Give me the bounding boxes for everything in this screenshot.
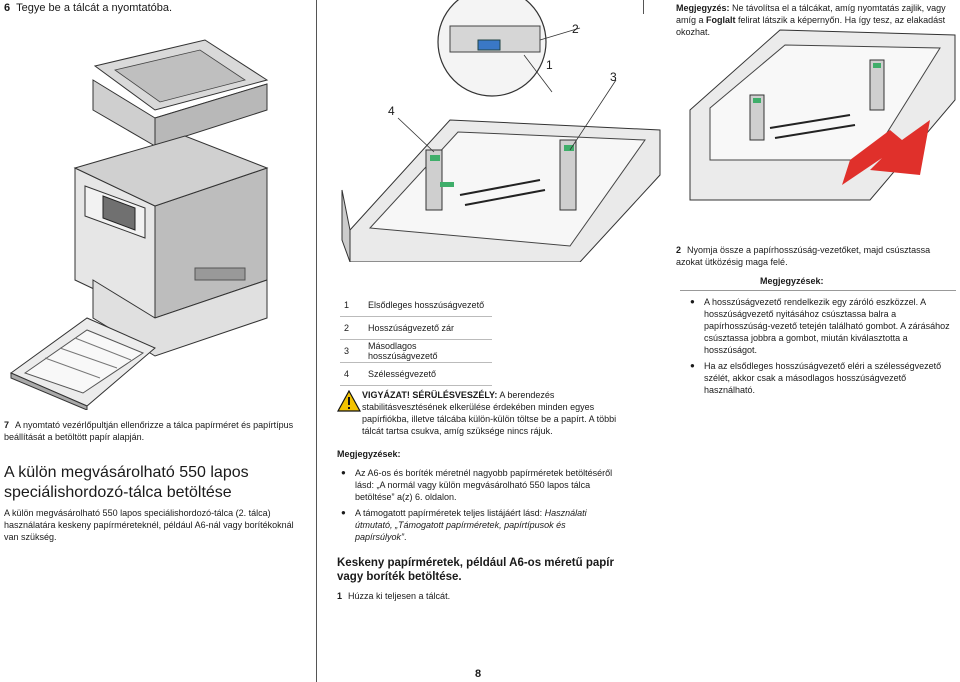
caution-text: VIGYÁZAT! SÉRÜLÉSVESZÉLY: A berendezés s… bbox=[362, 389, 624, 437]
tray-illustration bbox=[341, 0, 956, 262]
step-6-text: Tegye be a tálcát a nyomtatóba. bbox=[16, 2, 173, 14]
step-2-text: Nyomja össze a papírhosszúság-vezetőket,… bbox=[676, 245, 931, 267]
section-body: A külön megvásárolható 550 lapos speciál… bbox=[4, 508, 294, 542]
step-2-number: 2 bbox=[676, 245, 682, 255]
notes-label-right: Megjegyzések: bbox=[760, 276, 824, 286]
legend-label: Elsődleges hosszúságvezető bbox=[364, 294, 492, 317]
busy-note-text-b: felirat látszik a képernyőn. Ha így tesz… bbox=[676, 15, 946, 37]
legend-number: 4 bbox=[340, 362, 364, 386]
warning-icon bbox=[337, 390, 361, 412]
column-divider-left bbox=[316, 0, 317, 682]
note-item: Az A6-os és boríték méretnél nagyobb pap… bbox=[341, 467, 613, 503]
notes-list: Az A6-os és boríték méretnél nagyobb pap… bbox=[341, 467, 613, 547]
caution-body: A berendezés stabilitásvesztésének elker… bbox=[362, 390, 617, 436]
legend-label: Másodlagos hosszúságvezető bbox=[364, 339, 492, 363]
legend-label: Hosszúságvezető zár bbox=[364, 316, 492, 340]
step-7-text: A nyomtató vezérlőpultján ellenőrizze a … bbox=[4, 420, 294, 442]
legend-label: Szélességvezető bbox=[364, 362, 492, 386]
busy-note-label: Megjegyzés: bbox=[676, 3, 730, 13]
busy-note-text-a: Ne távolítsa el a tálcákat, amíg nyomtat… bbox=[676, 3, 946, 25]
notes-rule bbox=[680, 290, 956, 291]
note-text: . bbox=[404, 532, 407, 542]
step-1-text: Húzza ki teljesen a tálcát. bbox=[348, 591, 451, 601]
note-text: A támogatott papírméretek teljes listájá… bbox=[355, 508, 545, 518]
note-link-text: Használati útmutató, „Támogatott papírmé… bbox=[355, 508, 587, 542]
subsection-title: Keskeny papírméretek, például A6-os mére… bbox=[337, 557, 614, 583]
column-divider-right bbox=[643, 0, 644, 14]
printer-illustration bbox=[9, 39, 269, 410]
step-7-number: 7 bbox=[4, 420, 10, 430]
callout-2: 2 bbox=[572, 22, 579, 36]
note-item: A hosszúságvezető rendelkezik egy záróló… bbox=[690, 296, 956, 356]
legend-number: 3 bbox=[340, 339, 364, 363]
note-item: A támogatott papírméretek teljes listájá… bbox=[341, 507, 613, 543]
busy-note-bold: Foglalt bbox=[706, 15, 736, 25]
callout-3: 3 bbox=[610, 70, 617, 84]
legend-number: 2 bbox=[340, 316, 364, 340]
step-6: 6 Tegye be a tálcát a nyomtatóba. bbox=[4, 2, 304, 16]
notes-list-right: A hosszúságvezető rendelkezik egy záróló… bbox=[690, 296, 956, 400]
step-1-number: 1 bbox=[337, 591, 343, 601]
note-item: Ha az elsődleges hosszúságvezető eléri a… bbox=[690, 360, 956, 396]
page-number: 8 bbox=[475, 668, 482, 680]
section-title: A külön megvásárolható 550 lapos speciál… bbox=[4, 464, 249, 501]
caution-label: VIGYÁZAT! SÉRÜLÉSVESZÉLY: bbox=[362, 390, 498, 400]
callout-4: 4 bbox=[388, 104, 395, 118]
step-6-number: 6 bbox=[4, 2, 11, 14]
callout-1: 1 bbox=[546, 58, 553, 72]
busy-note: Megjegyzés: Ne távolítsa el a tálcákat, … bbox=[676, 2, 954, 38]
notes-label: Megjegyzések: bbox=[337, 449, 401, 459]
legend-number: 1 bbox=[340, 294, 364, 317]
step-1: 1 Húzza ki teljesen a tálcát. bbox=[337, 590, 617, 602]
